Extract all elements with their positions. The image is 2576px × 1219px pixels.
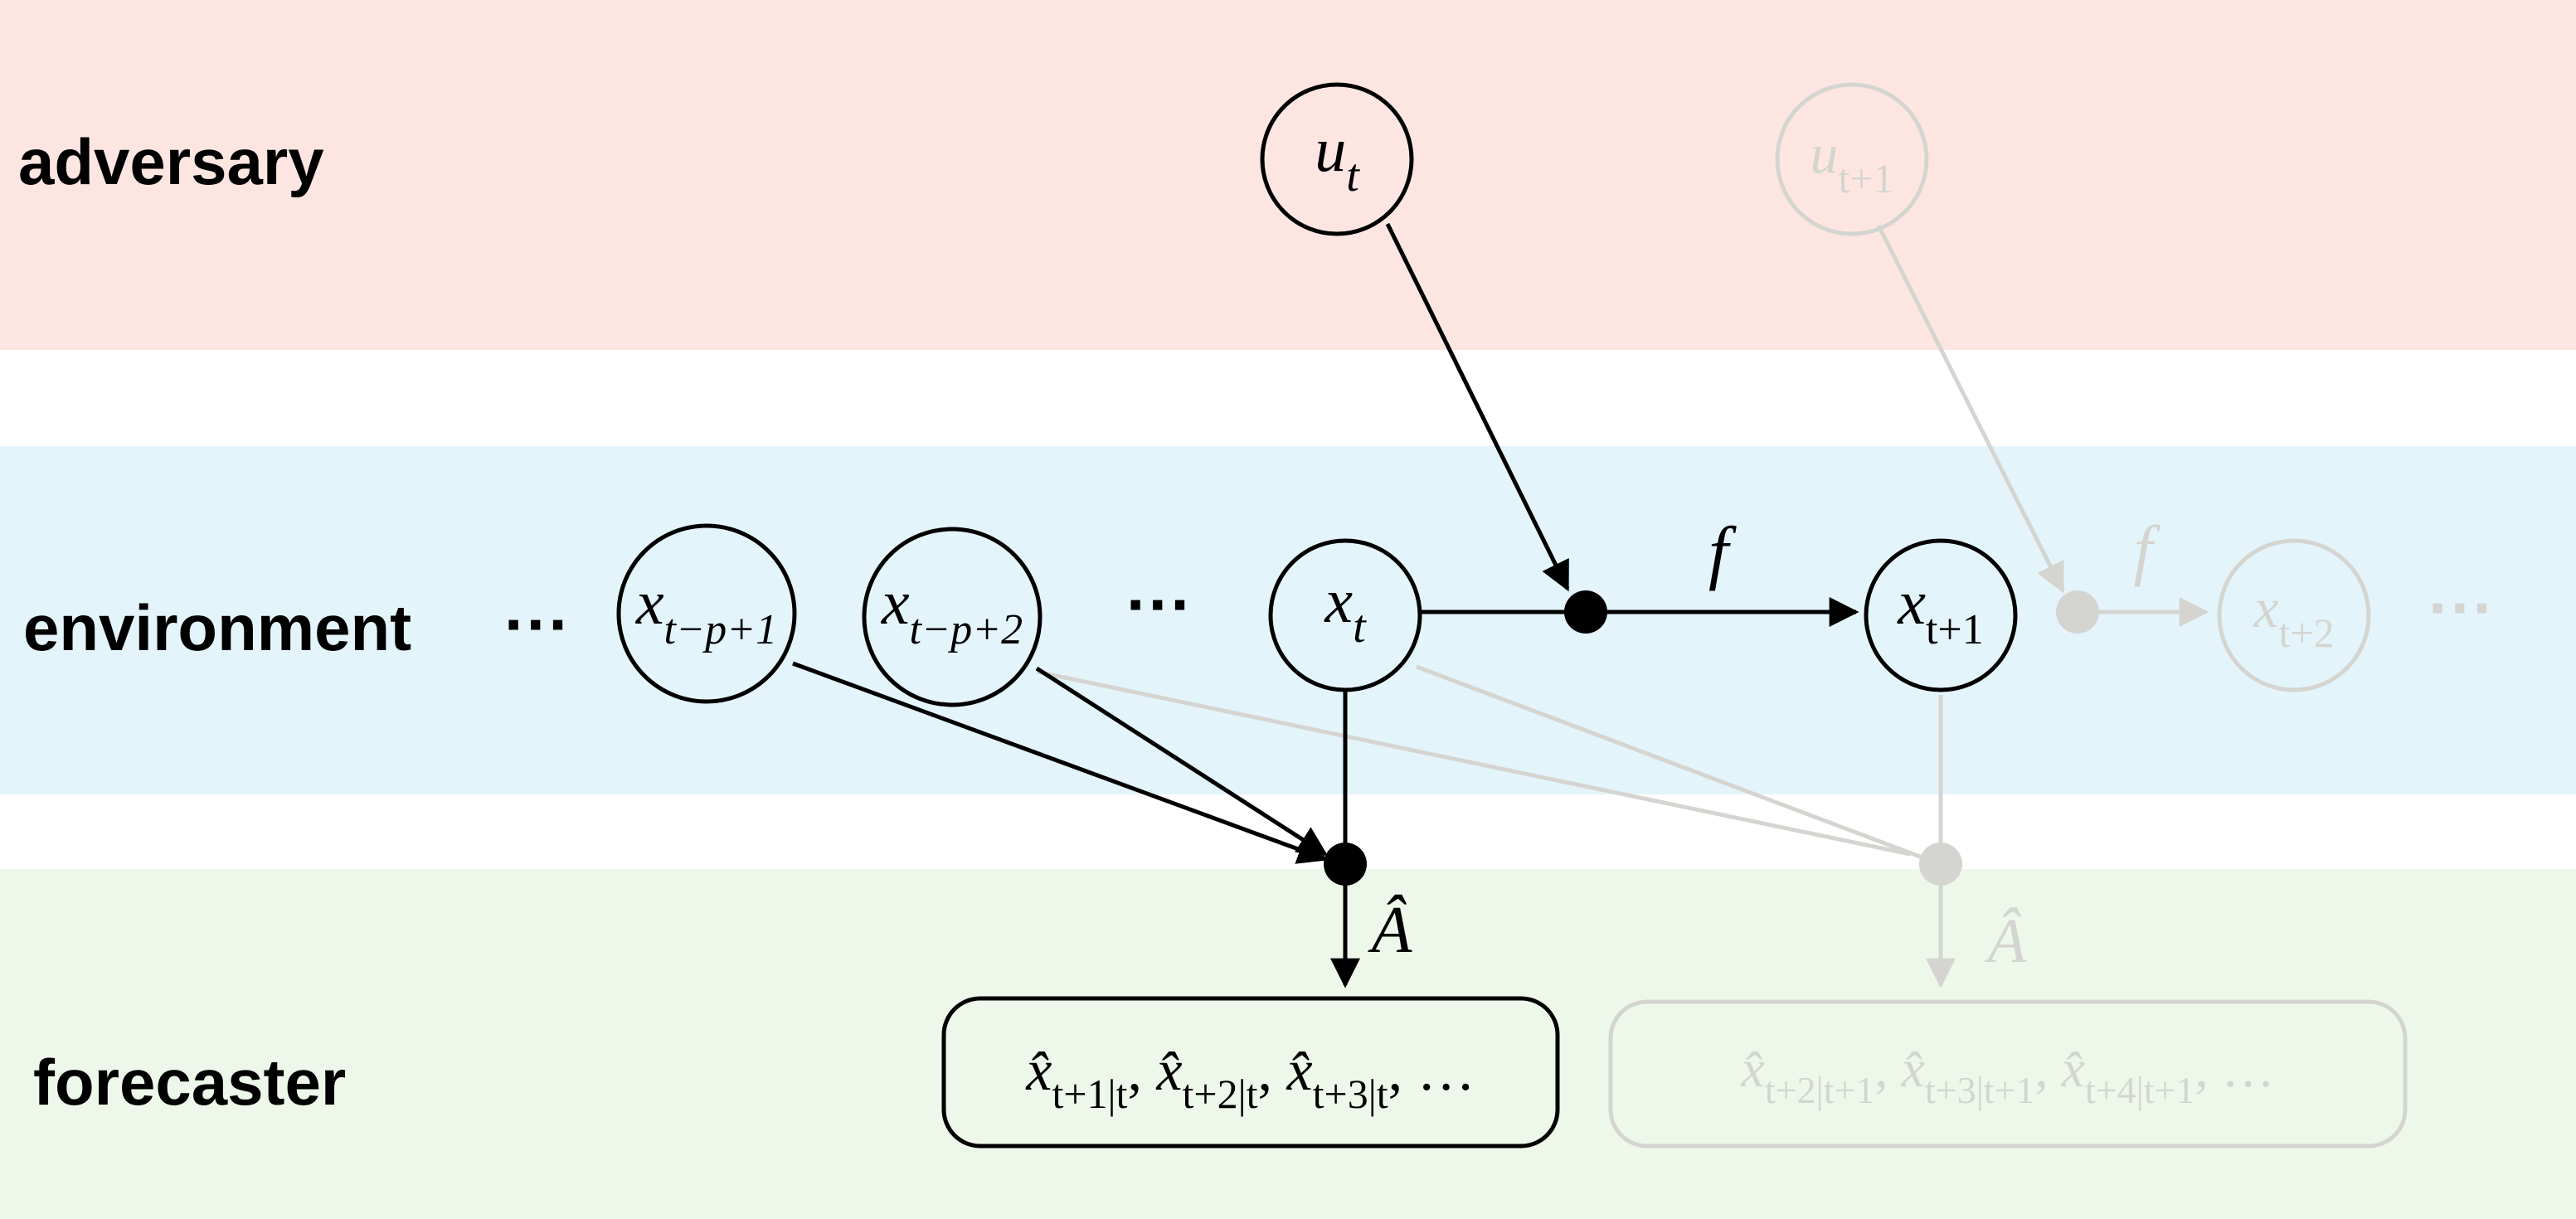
node-x-t-label: xt xyxy=(1324,566,1367,653)
edge-xtp1-to-forecast-junction xyxy=(792,661,1329,864)
node-u-t1-label: ut+1 xyxy=(1810,122,1893,202)
ellipsis-left: ··· xyxy=(504,587,571,661)
edge-A-hat-label: Â xyxy=(1368,894,1413,967)
forecaster-band xyxy=(0,869,2576,1219)
current-step-group xyxy=(616,82,2018,1149)
node-u-t-label: ut xyxy=(1315,115,1360,202)
edge-A-hat-label-next: Â xyxy=(1984,906,2027,976)
node-x-t2 xyxy=(2217,538,2371,692)
node-x-t xyxy=(1268,538,1422,692)
node-u-t xyxy=(1260,82,1414,236)
forecast-next-text: x̂t+2|t+1, x̂t+3|t+1, x̂t+4|t+1, … xyxy=(1740,1039,2274,1111)
edge-xtp2-to-forecast-junction xyxy=(1035,666,1329,857)
forecast-current-text: x̂t+1|t, x̂t+2|t, x̂t+3|t, … xyxy=(1025,1039,1475,1117)
edge-xt-to-forecast-junction-next xyxy=(1416,664,1927,862)
node-x-t-p-plus-1-label: xt−p+1 xyxy=(635,568,777,653)
node-x-t-p-plus-1 xyxy=(616,523,797,704)
node-x-t2-label: xt+2 xyxy=(2253,576,2334,656)
edge-ut-to-junction xyxy=(1385,222,1570,592)
node-x-t1 xyxy=(1864,538,2018,692)
edge-xtp2-to-forecast-junction-next xyxy=(1036,669,1911,857)
forecast-box-next xyxy=(1608,999,2408,1149)
adversary-label: adversary xyxy=(18,125,324,198)
ellipsis-right: ··· xyxy=(2428,571,2495,644)
junction-dot-forecast xyxy=(1324,843,1367,886)
forecaster-label: forecaster xyxy=(33,1046,346,1119)
node-x-t-p-plus-2 xyxy=(862,527,1043,707)
junction-dot-env-next xyxy=(2056,590,2099,634)
environment-label: environment xyxy=(23,591,411,664)
node-x-t-p-plus-2-label: xt−p+2 xyxy=(881,568,1023,653)
next-step-faded-group xyxy=(1036,82,2408,1149)
junction-dot-forecast-next xyxy=(1919,843,1962,886)
forecast-box-current xyxy=(941,996,1560,1149)
edge-ut1-to-junction xyxy=(1876,224,2065,594)
node-x-t1-label: xt+1 xyxy=(1897,568,1984,653)
node-u-t1 xyxy=(1775,82,1929,236)
ellipsis-middle: ··· xyxy=(1126,567,1193,641)
environment-band xyxy=(0,446,2576,794)
adversary-band xyxy=(0,0,2576,350)
junction-dot-env xyxy=(1564,590,1607,634)
